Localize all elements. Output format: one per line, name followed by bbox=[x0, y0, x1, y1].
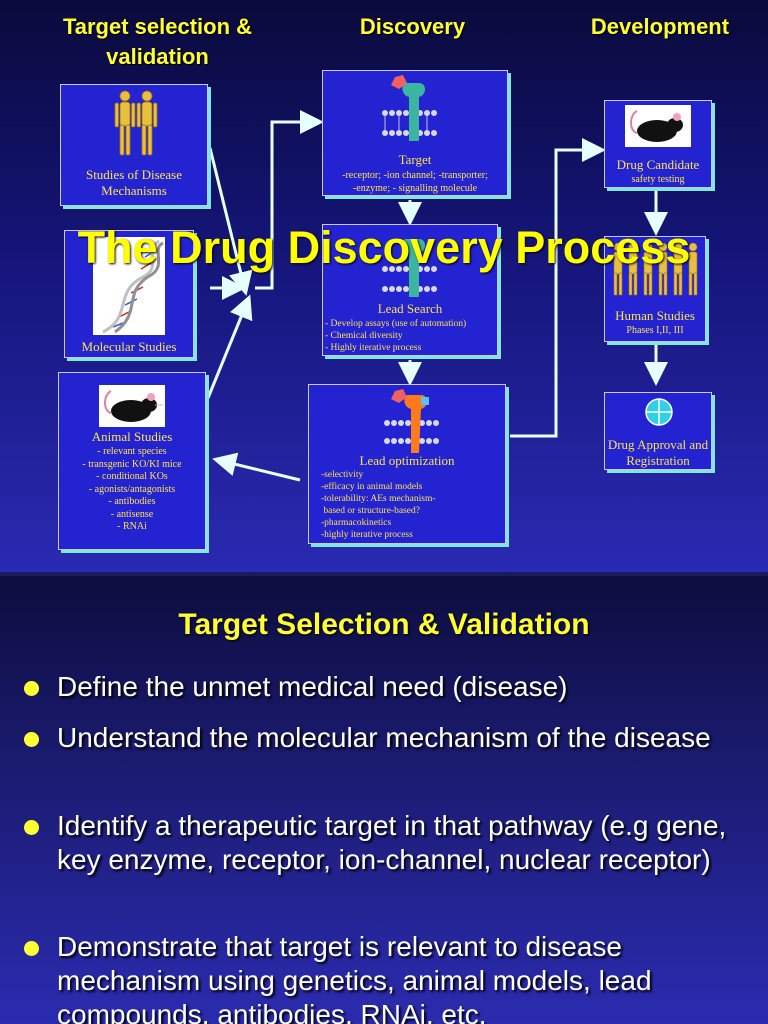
list-item: -efficacy in animal models bbox=[321, 482, 423, 492]
arrow-animal-to-hub bbox=[206, 294, 253, 399]
list-item: -selectivity bbox=[321, 470, 364, 480]
box-target: Target -receptor; -ion channel; -transpo… bbox=[322, 70, 508, 196]
flow-arrows bbox=[206, 110, 668, 482]
box-animal-studies-list: - relevant species - transgenic KO/KI mi… bbox=[59, 446, 205, 534]
box-lead-optimization: Lead optimization -selectivity -efficacy… bbox=[308, 384, 506, 544]
slide-target-selection: Target Selection & Validation Define the… bbox=[0, 576, 768, 1024]
box-target-line2: -enzyme; - signalling molecule bbox=[352, 183, 478, 194]
box-animal-studies: Animal Studies - relevant species - tran… bbox=[58, 372, 206, 550]
box-disease-mechanisms: Studies of Disease Mechanisms bbox=[60, 84, 208, 206]
list-item: -pharmacokinetics bbox=[321, 518, 392, 528]
box-drug-candidate: Drug Candidate safety testing bbox=[604, 100, 712, 188]
list-item: - transgenic KO/KI mice bbox=[82, 458, 182, 470]
box-drug-approval-title: Drug Approval and Registration bbox=[607, 437, 709, 468]
box-lead-optimization-title: Lead optimization bbox=[359, 453, 455, 468]
list-item: - RNAi bbox=[117, 521, 147, 532]
human-figures-icon bbox=[114, 90, 158, 156]
box-lead-optimization-list: -selectivity -efficacy in animal models … bbox=[319, 469, 505, 541]
mouse-icon bbox=[99, 385, 165, 427]
box-lead-search-list: - Develop assays (use of automation) - C… bbox=[323, 318, 497, 354]
box-target-title: Target bbox=[398, 152, 432, 167]
bullet-item: Demonstrate that target is relevant to d… bbox=[24, 930, 754, 1024]
arrow-disease-to-hub bbox=[208, 147, 253, 296]
box-molecular-studies: Molecular Studies bbox=[64, 230, 194, 358]
target-crosshair-icon bbox=[645, 398, 673, 426]
list-item: - antisense bbox=[110, 508, 154, 520]
box-human-studies-title: Human Studies bbox=[615, 308, 695, 323]
list-item: -tolerability: AEs mechanism- bbox=[321, 494, 436, 504]
dna-helix-icon bbox=[93, 237, 165, 335]
slide2-title: Target Selection & Validation bbox=[178, 608, 590, 641]
membrane-receptor-bound-icon bbox=[384, 389, 439, 453]
bullet-item: Define the unmet medical need (disease) bbox=[24, 670, 754, 704]
list-item: - Develop assays (use of automation) bbox=[325, 319, 467, 329]
box-molecular-studies-title: Molecular Studies bbox=[81, 339, 177, 354]
list-item: - conditional KOs bbox=[96, 471, 168, 482]
box-human-studies: Human Studies Phases I,II, III bbox=[604, 236, 706, 342]
bullet-dot-icon bbox=[24, 941, 39, 956]
bullet-item: Identify a therapeutic target in that pa… bbox=[24, 809, 754, 877]
bullet-dot-icon bbox=[24, 732, 39, 747]
bullet-text: Demonstrate that target is relevant to d… bbox=[57, 931, 652, 1024]
list-item: based or structure-based? bbox=[321, 506, 420, 516]
membrane-receptor-icon bbox=[382, 239, 437, 297]
header-target-selection: Target selection & validation bbox=[62, 14, 253, 69]
arrow-optimization-to-candidate bbox=[510, 138, 606, 438]
list-item: -highly iterative process bbox=[321, 530, 413, 540]
membrane-receptor-icon bbox=[382, 75, 437, 141]
box-target-line1: -receptor; -ion channel; -transporter; bbox=[342, 170, 488, 181]
mouse-icon bbox=[625, 105, 691, 147]
list-item: - Highly iterative process bbox=[325, 343, 422, 353]
bullet-dot-icon bbox=[24, 820, 39, 835]
bullet-dot-icon bbox=[24, 681, 39, 696]
list-item: - Chemical diversity bbox=[325, 331, 403, 341]
list-item: - relevant species bbox=[97, 446, 167, 457]
box-disease-mechanisms-title: Studies of Disease Mechanisms bbox=[85, 167, 183, 198]
box-drug-candidate-sub: safety testing bbox=[631, 174, 685, 185]
header-discovery: Discovery bbox=[359, 14, 466, 39]
slide-drug-discovery-process: Target selection & validation Discovery … bbox=[0, 0, 768, 572]
list-item: - antibodies bbox=[108, 496, 156, 507]
bullet-item: Understand the molecular mechanism of th… bbox=[24, 721, 754, 755]
header-development: Development bbox=[590, 14, 730, 39]
overlay-page-title: The Drug Discovery Process bbox=[77, 222, 691, 273]
box-lead-search: Lead Search - Develop assays (use of aut… bbox=[322, 224, 498, 356]
box-drug-candidate-title: Drug Candidate bbox=[616, 157, 700, 172]
arrow-optimization-to-animal bbox=[212, 452, 301, 482]
bullet-text: Understand the molecular mechanism of th… bbox=[57, 722, 711, 753]
bullet-text: Identify a therapeutic target in that pa… bbox=[57, 810, 727, 875]
crowd-figures-icon bbox=[613, 242, 698, 296]
box-animal-studies-title: Animal Studies bbox=[91, 429, 173, 444]
arrow-hub-to-target bbox=[255, 110, 324, 290]
box-human-studies-sub: Phases I,II, III bbox=[626, 325, 684, 336]
list-item: - agonists/antagonists bbox=[88, 483, 176, 495]
box-lead-search-title: Lead Search bbox=[377, 301, 443, 316]
bullet-text: Define the unmet medical need (disease) bbox=[57, 671, 568, 702]
box-drug-approval: Drug Approval and Registration bbox=[604, 392, 712, 470]
